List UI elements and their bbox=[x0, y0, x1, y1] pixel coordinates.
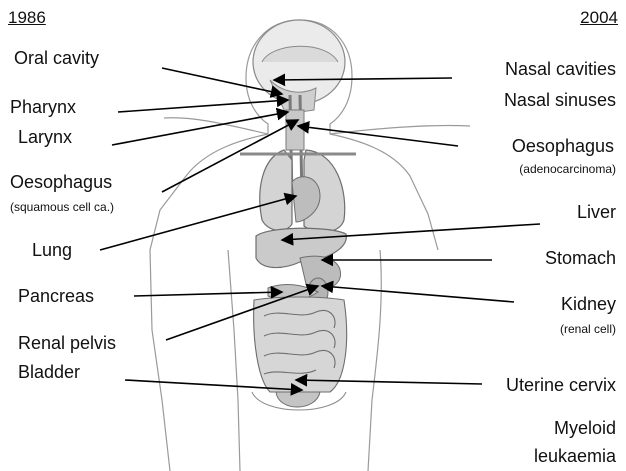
pointer-pharynx bbox=[118, 100, 288, 112]
label-oral-cavity: Oral cavity bbox=[14, 48, 99, 68]
note-oesophagus-right: (adenocarcinoma) bbox=[519, 162, 616, 176]
label-larynx: Larynx bbox=[18, 127, 72, 147]
pointer-oesophagus-right bbox=[298, 126, 458, 146]
label-leukaemia: leukaemia bbox=[534, 446, 616, 466]
note-kidney: (renal cell) bbox=[560, 322, 616, 336]
label-stomach: Stomach bbox=[545, 248, 616, 268]
pointer-kidney bbox=[322, 286, 514, 302]
pointer-oesophagus-left bbox=[162, 120, 298, 192]
label-oesophagus-right: Oesophagus bbox=[512, 136, 614, 156]
pointer-uterine-cervix bbox=[296, 380, 482, 384]
label-kidney: Kidney bbox=[561, 294, 616, 314]
label-liver: Liver bbox=[577, 202, 616, 222]
label-nasal-sinuses: Nasal sinuses bbox=[504, 90, 616, 110]
pointer-lung bbox=[100, 196, 296, 250]
pointer-nasal bbox=[274, 78, 452, 80]
year-right: 2004 bbox=[580, 8, 618, 28]
label-lung: Lung bbox=[32, 240, 72, 260]
pointer-oral-cavity bbox=[162, 68, 282, 94]
label-pharynx: Pharynx bbox=[10, 97, 76, 117]
pointer-pancreas bbox=[134, 292, 282, 296]
label-bladder: Bladder bbox=[18, 362, 80, 382]
label-oesophagus-left: Oesophagus bbox=[10, 172, 112, 192]
label-renal-pelvis: Renal pelvis bbox=[18, 333, 116, 353]
pointer-liver bbox=[282, 224, 540, 240]
pointer-bladder bbox=[125, 380, 302, 390]
label-uterine-cervix: Uterine cervix bbox=[506, 375, 616, 395]
label-nasal-cavities: Nasal cavities bbox=[505, 59, 616, 79]
label-pancreas: Pancreas bbox=[18, 286, 94, 306]
year-left: 1986 bbox=[8, 8, 46, 28]
note-oesophagus-left: (squamous cell ca.) bbox=[10, 200, 114, 214]
label-myeloid: Myeloid bbox=[554, 418, 616, 438]
